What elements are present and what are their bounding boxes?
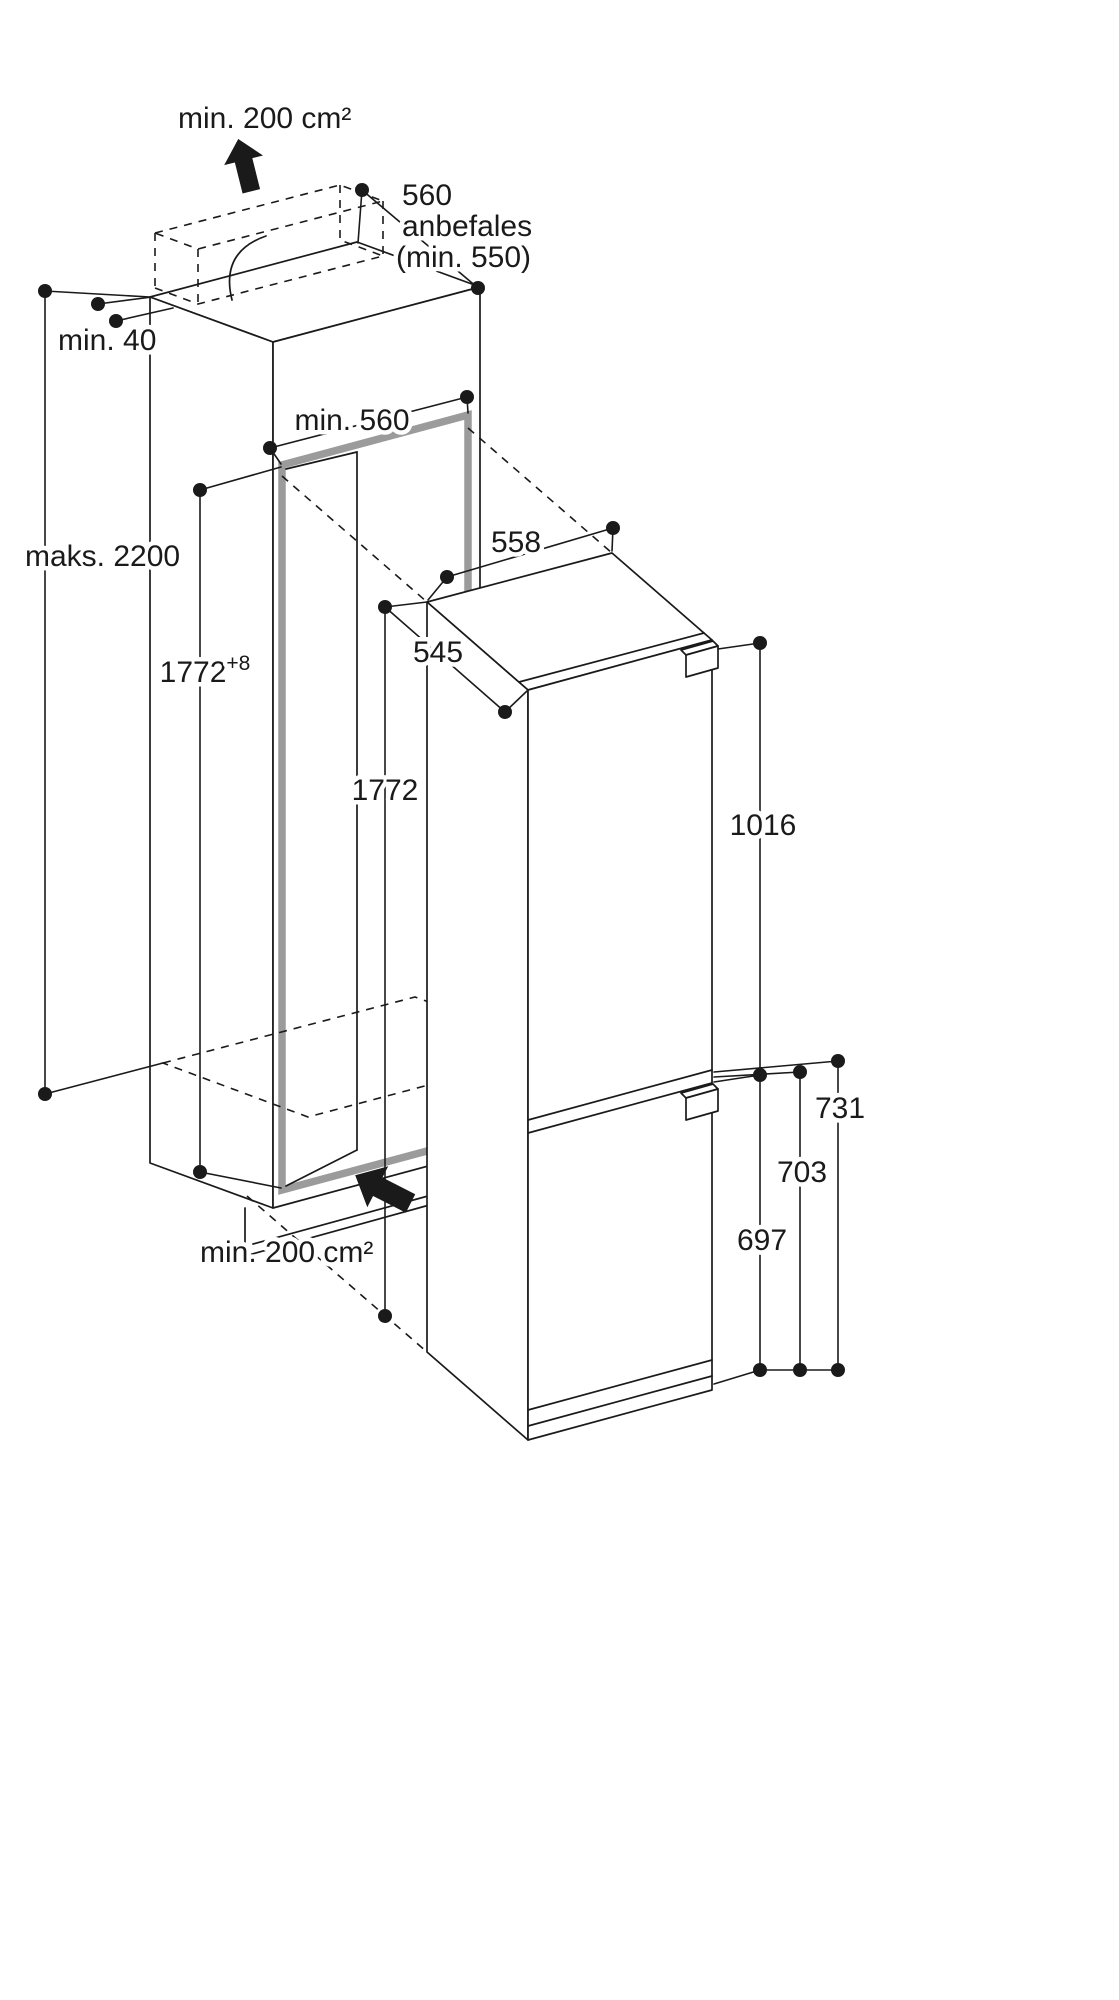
label-depth-min: (min. 550): [396, 241, 531, 274]
label-dim-703: 703: [777, 1156, 827, 1189]
lower-handle-face: [685, 1088, 719, 1121]
leader-appliance-height-top: [384, 601, 428, 608]
label-depth-note: anbefales: [402, 210, 532, 243]
leader-upper-door-top: [717, 642, 761, 650]
insertion-guide-top-right: [467, 427, 613, 554]
insertion-guide-top-left: [281, 475, 428, 603]
appliance-door-face: [527, 639, 713, 1441]
dim-dot: [460, 390, 474, 404]
door-split-lower-line: [527, 1082, 713, 1134]
insertion-guide-bottom: [246, 1195, 428, 1353]
dim-dot: [606, 521, 620, 535]
dim-dot: [193, 1165, 207, 1179]
dim-dot: [498, 705, 512, 719]
door-top-edge-line: [518, 632, 705, 683]
dim-dot: [378, 1309, 392, 1323]
dim-dot: [378, 600, 392, 614]
leader-niche-height-top: [199, 466, 282, 491]
airflow-arrow-top: [224, 138, 263, 194]
leader-split-697: [713, 1074, 761, 1083]
dim-dot: [440, 570, 454, 584]
dim-dot: [91, 297, 105, 311]
appliance: [426, 552, 719, 1441]
dimension-dots: [38, 183, 845, 1377]
label-upper-door-height: 1016: [730, 809, 797, 842]
dim-dot: [38, 1087, 52, 1101]
dim-line-appliance-depth: [384, 606, 506, 713]
dimensions: [38, 183, 845, 1385]
dim-dot: [793, 1363, 807, 1377]
lower-door-handle: [680, 1083, 719, 1121]
ext-depth-recommended: [357, 189, 363, 244]
niche-interior-top-edge: [285, 451, 358, 470]
niche-interior-bottom-edge: [285, 1149, 358, 1187]
leader-top-gap-1: [97, 296, 153, 305]
dim-dot: [109, 314, 123, 328]
dim-dot: [263, 441, 277, 455]
labels: min. 200 cm² 560 anbefales (min. 550) mi…: [21, 98, 870, 1274]
leader-niche-height-bottom: [199, 1171, 282, 1189]
dim-dot: [793, 1065, 807, 1079]
label-niche-height-main: 1772: [160, 656, 227, 689]
dim-dot: [471, 281, 485, 295]
label-top-gap: min. 40: [58, 324, 156, 357]
construction-dashes: [160, 427, 613, 1118]
dim-dot: [753, 1363, 767, 1377]
label-niche-height: 1772+8: [160, 652, 251, 689]
dim-dot: [355, 183, 369, 197]
dim-dot: [753, 1068, 767, 1082]
dim-line-appliance-width: [446, 527, 614, 578]
leader-top-gap-2: [115, 307, 174, 322]
label-dim-731: 731: [815, 1092, 865, 1125]
label-appliance-depth: 545: [413, 636, 463, 669]
airflow-curve: [228, 235, 267, 301]
cabinet-left-face: [149, 296, 274, 1209]
dim-dot: [193, 483, 207, 497]
vent-duct-bottom-outline: [154, 239, 386, 305]
dim-dot: [38, 284, 52, 298]
top-vent: [152, 138, 386, 305]
dim-dot: [831, 1054, 845, 1068]
floor-plane-outline: [160, 996, 563, 1118]
label-appliance-height: 1772: [352, 774, 419, 807]
vent-duct-top-outline: [152, 184, 386, 250]
label-dim-697: 697: [737, 1224, 787, 1257]
label-niche-height-sup: +8: [226, 652, 250, 675]
appliance-left-face: [426, 601, 529, 1441]
base-recess-line: [527, 1375, 713, 1427]
dim-line-depth-recommended: [361, 189, 479, 289]
door-split-upper-line: [527, 1069, 713, 1121]
label-max-height: maks. 2200: [25, 540, 180, 573]
leader-split-731: [713, 1060, 839, 1073]
leader-bottom-row-1: [713, 1369, 761, 1385]
label-vent-bottom: min. 200 cm²: [200, 1236, 373, 1269]
label-appliance-width: 558: [491, 526, 541, 559]
leader-max-height-top: [44, 290, 151, 298]
dim-line-niche-width: [269, 396, 468, 449]
label-niche-width: min. 560: [294, 404, 409, 437]
dim-dot: [753, 636, 767, 650]
upper-door-handle: [680, 640, 719, 678]
upper-handle-face: [685, 645, 719, 678]
door-bottom-line: [527, 1359, 713, 1411]
label-depth-value: 560: [402, 179, 452, 212]
dim-dot: [831, 1363, 845, 1377]
label-vent-top: min. 200 cm²: [178, 102, 351, 135]
leader-max-height-bottom: [44, 1062, 164, 1095]
